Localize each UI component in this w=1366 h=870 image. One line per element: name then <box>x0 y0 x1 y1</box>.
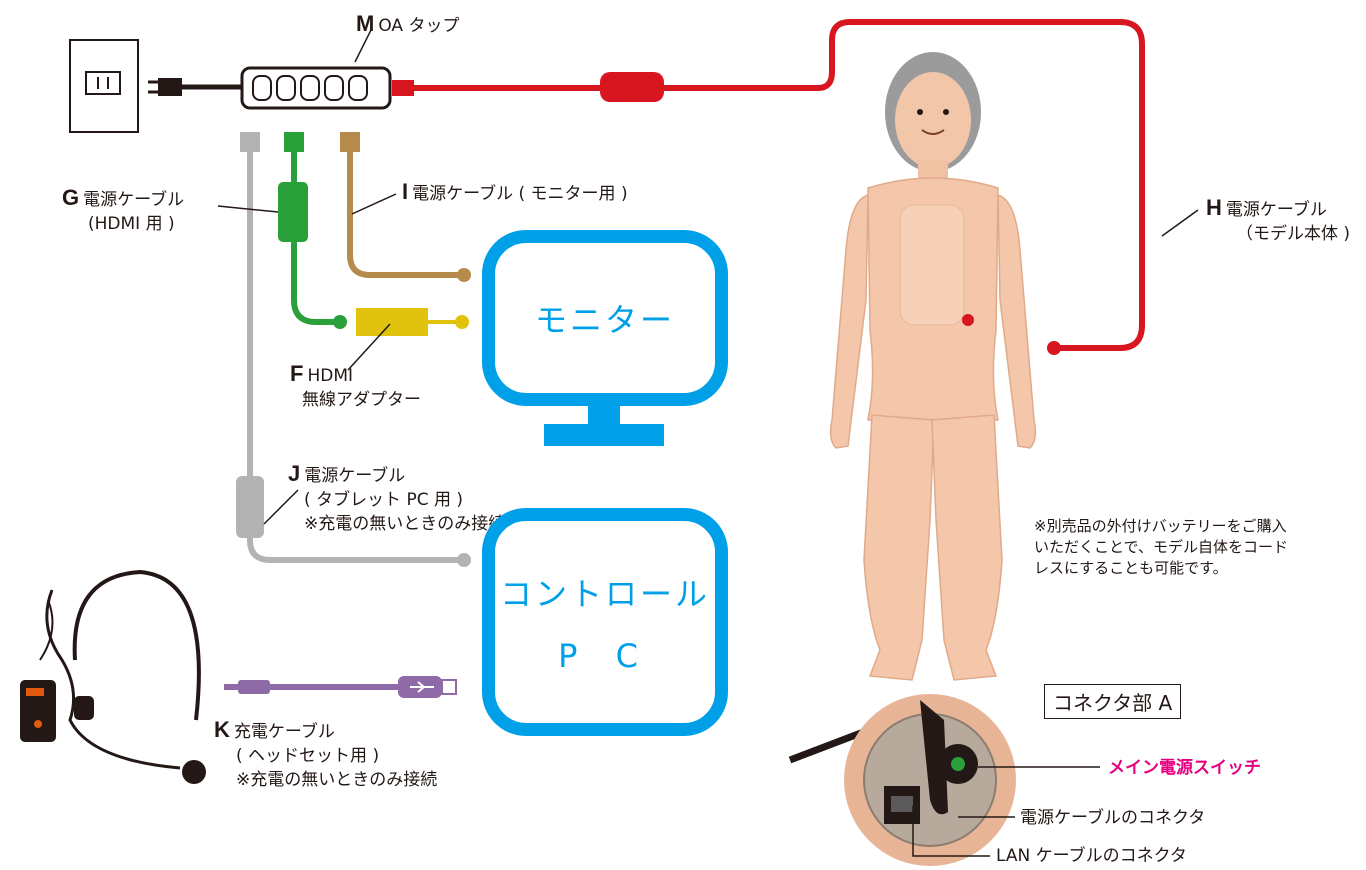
cable-i-tan <box>347 152 471 282</box>
label-letter: M <box>356 11 375 36</box>
wall-outlet-icon <box>69 39 139 133</box>
label-letter: G <box>62 185 80 210</box>
label-letter: H <box>1206 195 1222 220</box>
plug-icon <box>148 78 242 96</box>
main-switch-label: メイン電源スイッチ <box>1108 758 1261 778</box>
label-sub: 無線アダプター <box>302 390 421 410</box>
hdmi-adapter-icon <box>347 308 469 371</box>
label-text: 電源ケーブル <box>1225 200 1327 220</box>
label-sub: （モデル本体 ) <box>1236 224 1351 244</box>
label-text: HDMI <box>307 366 354 386</box>
connector-photo <box>788 694 1100 866</box>
label-letter: J <box>288 461 301 486</box>
monitor-screen: モニター <box>482 230 728 406</box>
label-letter: K <box>214 717 230 742</box>
manikin-body <box>829 52 1037 681</box>
power-connector-label: 電源ケーブルのコネクタ <box>1020 808 1206 828</box>
label-text: OA タップ <box>378 16 460 36</box>
headset-icon <box>20 569 206 784</box>
label-letter: F <box>290 361 304 386</box>
lan-connector-label: LAN ケーブルのコネクタ <box>996 846 1187 866</box>
tap-plugs <box>240 132 360 152</box>
cable-g-green <box>217 152 347 329</box>
control-pc-line2: P C <box>558 637 652 675</box>
monitor-stand-icon <box>544 400 664 446</box>
battery-note-line: いただくことで、モデル自体をコード <box>1034 538 1288 556</box>
label-text: 電源ケーブル <box>83 190 185 210</box>
label-text: 電源ケーブル <box>304 466 406 486</box>
label-sub: ( タブレット PC 用 ) <box>304 490 464 510</box>
label-sub2: ※充電の無いときのみ接続 <box>236 770 438 790</box>
control-pc-screen: コントロール P C <box>482 508 728 736</box>
connector-title: コネクタ部 A <box>1044 684 1182 719</box>
cable-h-red <box>392 19 1199 355</box>
cable-j-gray <box>236 152 471 567</box>
battery-note-line: ※別売品の外付けバッテリーをご購入 <box>1034 517 1287 535</box>
label-text: 電源ケーブル ( モニター用 ) <box>412 184 628 204</box>
label-sub: (HDMI 用 ) <box>88 214 175 234</box>
battery-note-line: レスにすることも可能です。 <box>1034 559 1228 577</box>
label-sub2: ※充電の無いときのみ接続 <box>304 514 506 534</box>
battery-note: ※別売品の外付けバッテリーをご購入 いただくことで、モデル自体をコード レスにす… <box>1034 516 1288 579</box>
cable-k-purple <box>224 676 457 698</box>
label-sub: ( ヘッドセット用 ) <box>236 746 380 766</box>
label-letter: I <box>402 179 409 204</box>
oa-tap-icon <box>240 27 392 110</box>
label-text: 充電ケーブル <box>233 722 335 742</box>
monitor-label: モニター <box>534 301 675 339</box>
control-pc-line1: コントロール <box>499 575 710 613</box>
